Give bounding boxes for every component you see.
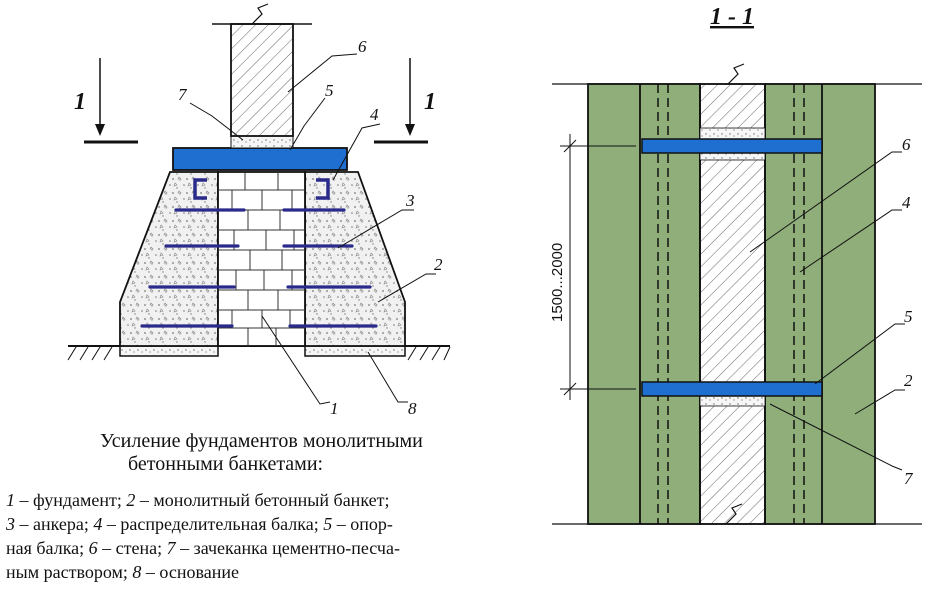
legend-num: 3 (6, 514, 15, 534)
legend-num: 7 (166, 538, 176, 558)
legend-text: – фундамент; (15, 490, 127, 510)
callout-8: 8 (408, 399, 417, 418)
section-marker-left: 1 (74, 58, 138, 144)
legend-row-2: 3 – анкера; 4 – распределительная балка;… (6, 512, 526, 536)
callout-4-right: 4 (902, 193, 911, 212)
section-mark-left-label: 1 (74, 89, 86, 115)
base-layer-right (304, 345, 406, 357)
section-mark-right-label: 1 (424, 89, 436, 115)
legend-text: – зачеканка цементно-песча- (175, 538, 400, 558)
legend-text: – стена; (97, 538, 167, 558)
callout-7: 7 (178, 85, 188, 104)
dimension-line (560, 134, 636, 400)
callout-3: 3 (405, 191, 415, 210)
support-beam-upper (641, 138, 823, 154)
base-layer-left (119, 345, 219, 357)
distribution-channel-right (316, 178, 330, 200)
concrete-banquette-left (119, 171, 219, 347)
legend-num: 4 (93, 514, 103, 534)
banquette-strip-right (764, 83, 876, 525)
legend-text: ным раствором; (6, 562, 133, 582)
section-title: 1 - 1 (710, 4, 754, 30)
caption-line-2: бетонными банкетами: (128, 453, 324, 475)
legend-num: 5 (323, 514, 333, 534)
banquette-strip-left (587, 83, 701, 525)
leader-lines-left (189, 53, 436, 405)
callout-7-right: 7 (904, 469, 914, 488)
legend-text: – основание (141, 562, 239, 582)
front-section-view: 1 1 7 5 6 4 3 2 1 8 (67, 3, 451, 418)
caulking-upper (699, 127, 766, 141)
caption-line-1: Усиление фундаментов монолитными (100, 430, 423, 452)
legend-text: – опор- (332, 514, 393, 534)
support-beam-lower (641, 381, 823, 397)
legend-text: – анкера; (15, 514, 94, 534)
legend-text: – монолитный бетонный банкет; (135, 490, 390, 510)
caulking-lower (699, 395, 766, 407)
callout-5-right: 5 (904, 307, 913, 326)
legend-row-3: ная балка; 6 – стена; 7 – зачеканка цеме… (6, 536, 526, 560)
callout-5: 5 (325, 81, 334, 100)
callout-1: 1 (330, 399, 339, 418)
masonry-foundation (217, 171, 306, 347)
callout-2: 2 (434, 255, 443, 274)
plan-section-view: 1 - 1 1500...2000 (549, 4, 922, 525)
anchor-rods (140, 208, 378, 328)
support-beam (172, 147, 348, 171)
leader-lines-right (749, 151, 905, 471)
legend-num: 1 (6, 490, 15, 510)
callout-6-right: 6 (902, 135, 911, 154)
callouts-left: 7 5 6 4 3 2 1 8 (178, 37, 443, 418)
callouts-right: 6 4 5 2 7 (902, 135, 914, 488)
figure-caption: Усиление фундаментов монолитными бетонны… (100, 430, 520, 476)
wall (212, 3, 312, 137)
legend: 1 – фундамент; 2 – монолитный бетонный б… (6, 488, 526, 584)
legend-row-4: ным раствором; 8 – основание (6, 560, 526, 584)
legend-row-1: 1 – фундамент; 2 – монолитный бетонный б… (6, 488, 526, 512)
distribution-beam-lines (657, 84, 805, 524)
legend-text: ная балка; (6, 538, 89, 558)
callout-4: 4 (370, 105, 379, 124)
callout-6: 6 (358, 37, 367, 56)
legend-num: 2 (126, 490, 136, 510)
section-marker-right: 1 (374, 58, 436, 144)
legend-num: 6 (88, 538, 98, 558)
legend-num: 8 (132, 562, 142, 582)
callout-2-right: 2 (904, 371, 913, 390)
legend-text: – распределительная балка; (102, 514, 324, 534)
dimension-label: 1500...2000 (549, 243, 566, 322)
distribution-channel-left (193, 178, 207, 200)
